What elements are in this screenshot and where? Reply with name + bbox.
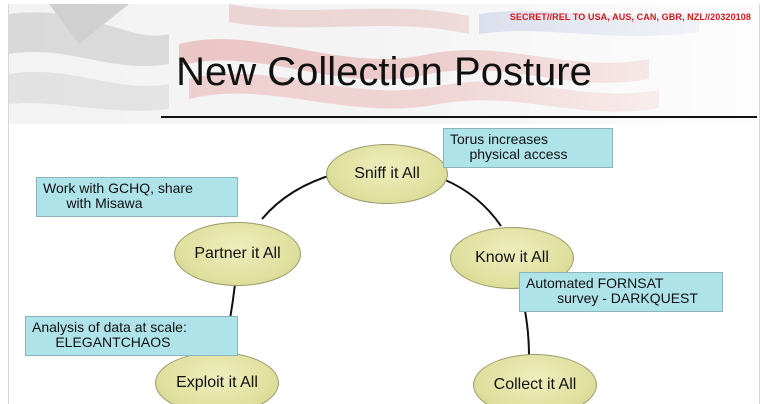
node-exploit-label: Exploit it All	[176, 374, 258, 391]
note-gchq: Work with GCHQ, share with Misawa	[36, 177, 238, 217]
node-know-label: Know it All	[475, 249, 549, 266]
node-collect-label: Collect it All	[493, 376, 577, 393]
connector-partner-sniff	[261, 173, 336, 220]
slide: SECRET//REL TO USA, AUS, CAN, GBR, NZL//…	[8, 4, 760, 404]
node-partner-it-all: Partner it All	[174, 222, 301, 286]
node-sniff-label: Sniff it All	[354, 165, 420, 182]
title-underline	[161, 116, 757, 118]
connector-sniff-know	[442, 178, 502, 227]
node-sniff-it-all: Sniff it All	[326, 144, 448, 204]
note-analysis: Analysis of data at scale: ELEGANTCHAOS	[25, 316, 238, 356]
note-torus: Torus increases physical access	[443, 128, 613, 168]
node-partner-label: Partner it All	[194, 245, 281, 262]
node-collect-it-all: Collect it All	[473, 354, 597, 404]
slide-title: New Collection Posture	[176, 50, 592, 94]
node-exploit-it-all: Exploit it All	[155, 352, 279, 404]
note-fornsat: Automated FORNSAT survey - DARKQUEST	[519, 272, 723, 312]
flag-header-background	[9, 4, 759, 124]
classification-banner: SECRET//REL TO USA, AUS, CAN, GBR, NZL//…	[509, 12, 751, 22]
